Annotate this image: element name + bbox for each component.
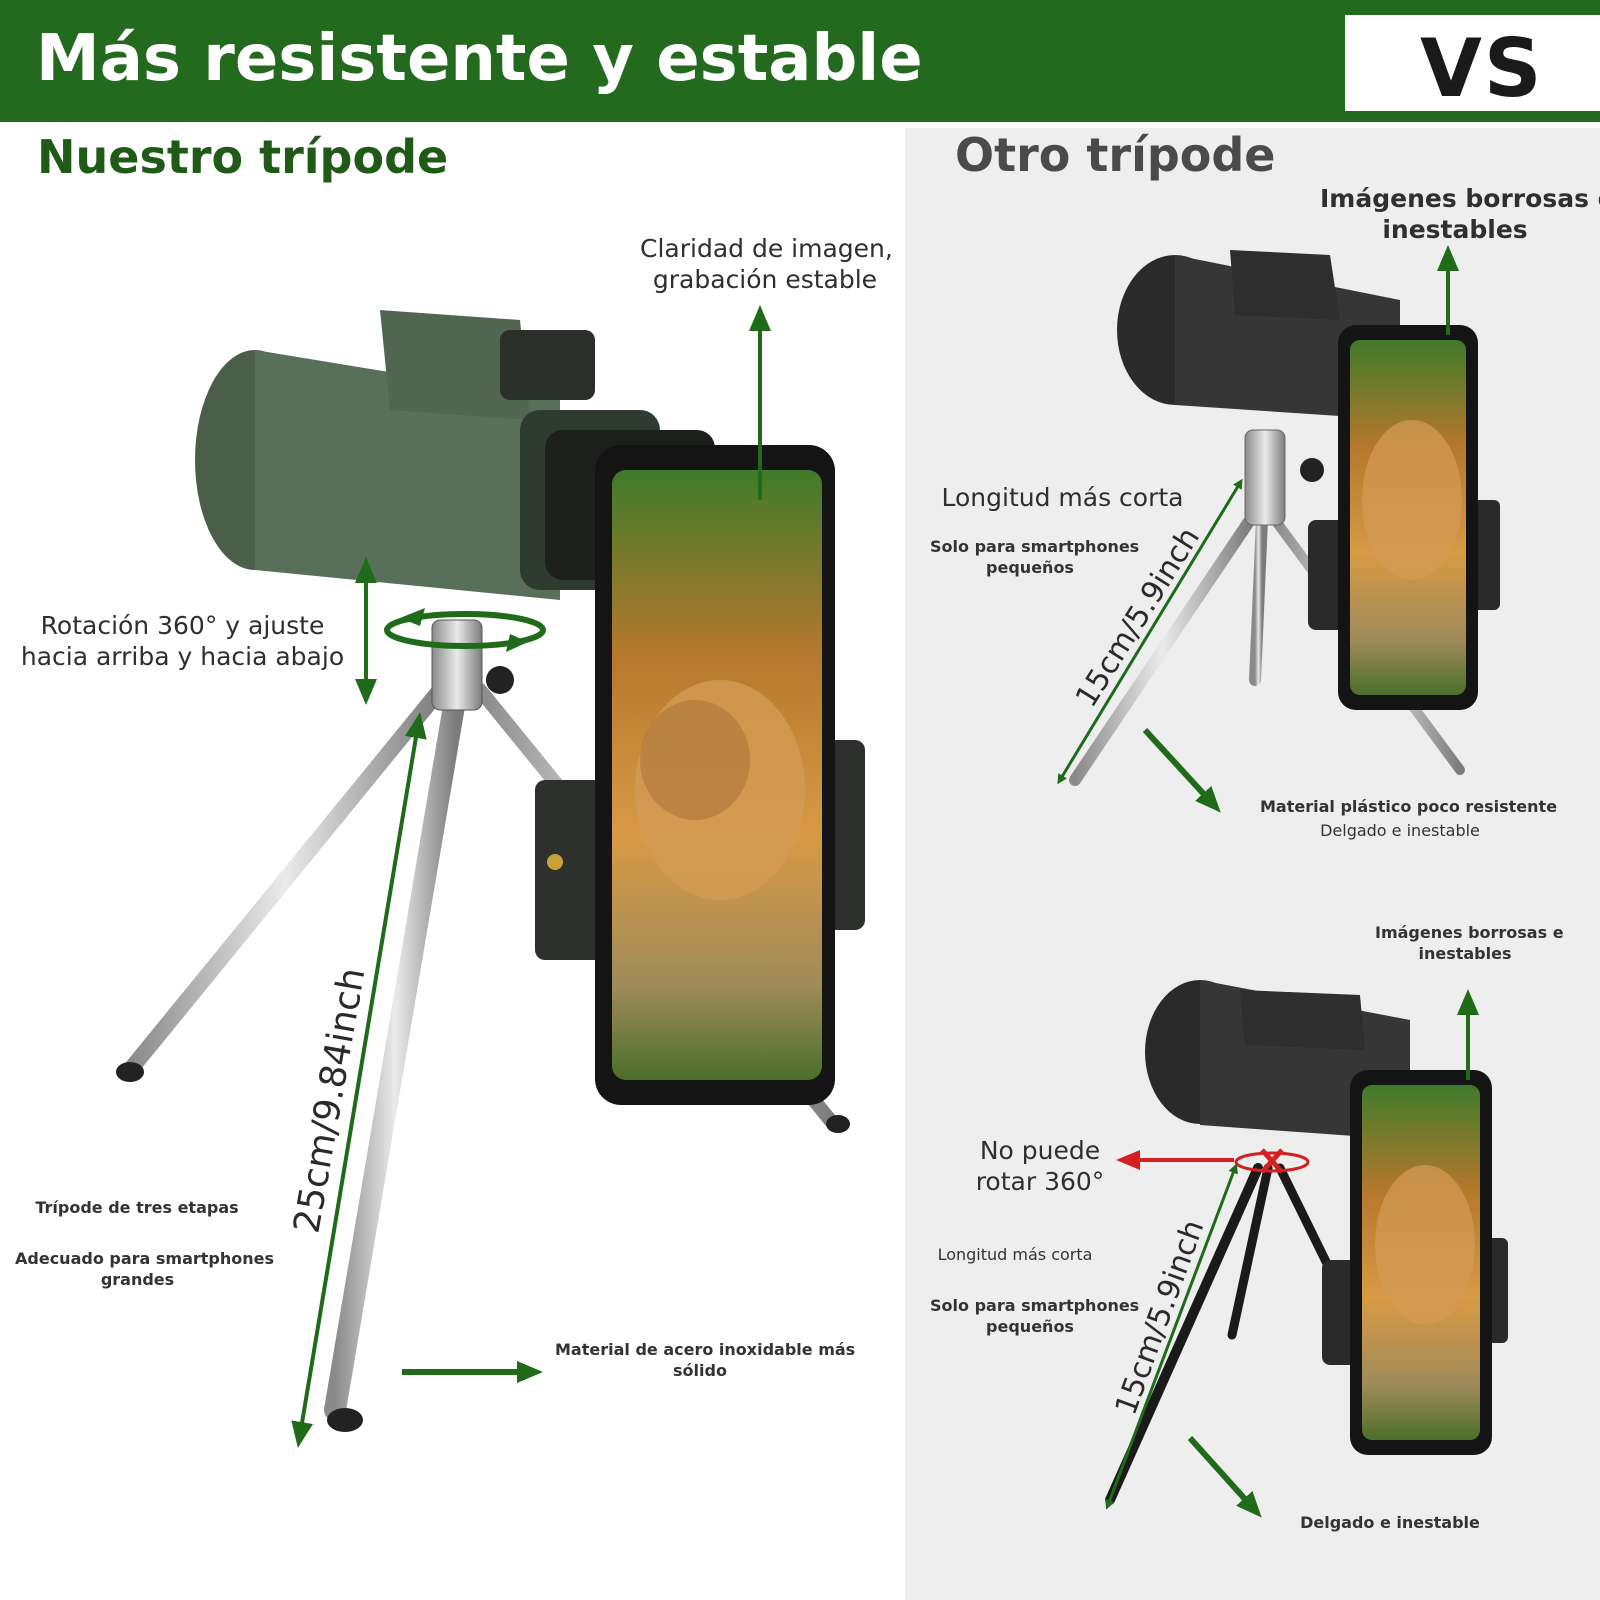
rotation-ring <box>384 611 546 649</box>
arrow-material-top <box>1142 727 1221 813</box>
heading-other-tripod: Otro trípode <box>955 128 1276 182</box>
arrow-length-15cm-bottom <box>1105 1163 1238 1510</box>
label-longitud-top: Longitud más corta <box>941 483 1184 512</box>
label-longitud-bottom: Longitud más corta <box>937 1245 1093 1264</box>
banner-title: Más resistente y estable <box>36 22 923 96</box>
vs-box <box>1345 15 1600 111</box>
monocular-telescope-icon <box>195 310 715 600</box>
title-banner <box>0 0 1600 122</box>
label-delgado-top: Delgado e inestable <box>1320 821 1480 840</box>
tripod-head <box>431 619 483 711</box>
other-tripod-top-illustration <box>1069 250 1500 786</box>
label-tres-etapas: Trípode de tres etapas <box>35 1198 239 1217</box>
arrow-delgado-bottom <box>1187 1435 1262 1518</box>
arrow-length-25cm <box>291 712 427 1448</box>
heading-our-tripod: Nuestro trípode <box>37 130 449 184</box>
label-claridad: Claridad de imagen,grabación estable <box>640 234 893 294</box>
label-material-plastico: Material plástico poco resistente <box>1260 797 1558 816</box>
our-tripod-illustration <box>116 310 865 1432</box>
other-tripod-bottom-illustration <box>1105 980 1508 1505</box>
arrow-length-15cm-top <box>1057 478 1243 785</box>
label-delgado-bottom: Delgado e inestable <box>1300 1513 1480 1532</box>
vs-label: VS <box>1420 22 1544 115</box>
